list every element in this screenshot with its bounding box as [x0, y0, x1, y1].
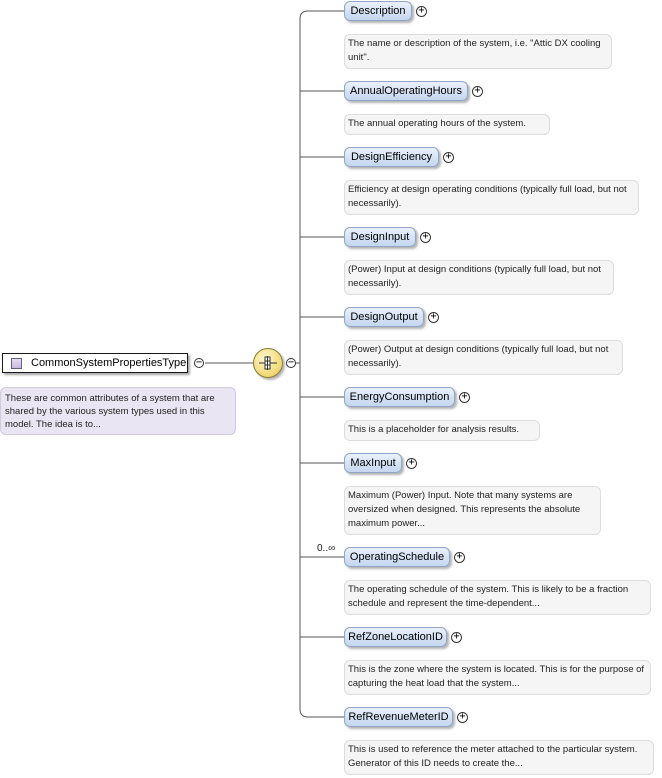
complex-type-documentation: These are common attributes of a system …	[0, 387, 236, 435]
collapse-sequence-button[interactable]: −	[286, 357, 296, 368]
element-ref-zone-location-id[interactable]: RefZoneLocationID	[344, 627, 447, 647]
trunk-line	[299, 10, 344, 718]
complex-type-node[interactable]: CommonSystemPropertiesType	[2, 353, 188, 373]
expand-operating-schedule-button[interactable]: +	[454, 552, 465, 563]
expand-ref-zone-location-id-button[interactable]: +	[451, 632, 462, 643]
element-description[interactable]: Description	[344, 1, 412, 21]
element-ref-revenue-meter-id[interactable]: RefRevenueMeterID	[344, 707, 453, 727]
expand-design-efficiency-button[interactable]: +	[443, 152, 454, 163]
collapse-type-button[interactable]: −	[194, 357, 204, 368]
expand-description-button[interactable]: +	[416, 6, 427, 17]
documentation-max-input: Maximum (Power) Input. Note that many sy…	[344, 486, 601, 535]
sequence-compositor-icon[interactable]	[253, 348, 283, 378]
complex-type-icon	[11, 357, 22, 369]
cardinality-operating-schedule: 0..∞	[317, 543, 336, 554]
documentation-design-efficiency: Efficiency at design operating condition…	[344, 180, 639, 215]
documentation-operating-schedule: The operating schedule of the system. Th…	[344, 580, 651, 615]
expand-annual-operating-hours-button[interactable]: +	[472, 86, 483, 97]
documentation-design-output: (Power) Output at design conditions (typ…	[344, 340, 623, 375]
element-max-input[interactable]: MaxInput	[344, 453, 402, 473]
expand-energy-consumption-button[interactable]: +	[459, 392, 470, 403]
element-design-output[interactable]: DesignOutput	[344, 307, 424, 327]
element-energy-consumption[interactable]: EnergyConsumption	[344, 387, 455, 407]
documentation-ref-zone-location-id: This is the zone where the system is loc…	[344, 660, 651, 695]
documentation-energy-consumption: This is a placeholder for analysis resul…	[344, 420, 540, 441]
expand-design-input-button[interactable]: +	[420, 232, 431, 243]
documentation-ref-revenue-meter-id: This is used to reference the meter atta…	[344, 740, 654, 775]
documentation-design-input: (Power) Input at design conditions (typi…	[344, 260, 614, 295]
element-design-input[interactable]: DesignInput	[344, 227, 416, 247]
sequence-glyph-icon	[259, 356, 277, 370]
element-operating-schedule[interactable]: OperatingSchedule	[344, 547, 450, 567]
expand-max-input-button[interactable]: +	[406, 458, 417, 469]
complex-type-name: CommonSystemPropertiesType	[31, 357, 187, 369]
documentation-description: The name or description of the system, i…	[344, 34, 612, 69]
documentation-annual-operating-hours: The annual operating hours of the system…	[344, 114, 550, 135]
element-annual-operating-hours[interactable]: AnnualOperatingHours	[344, 81, 468, 101]
expand-ref-revenue-meter-id-button[interactable]: +	[457, 712, 468, 723]
element-design-efficiency[interactable]: DesignEfficiency	[344, 147, 439, 167]
expand-design-output-button[interactable]: +	[428, 312, 439, 323]
